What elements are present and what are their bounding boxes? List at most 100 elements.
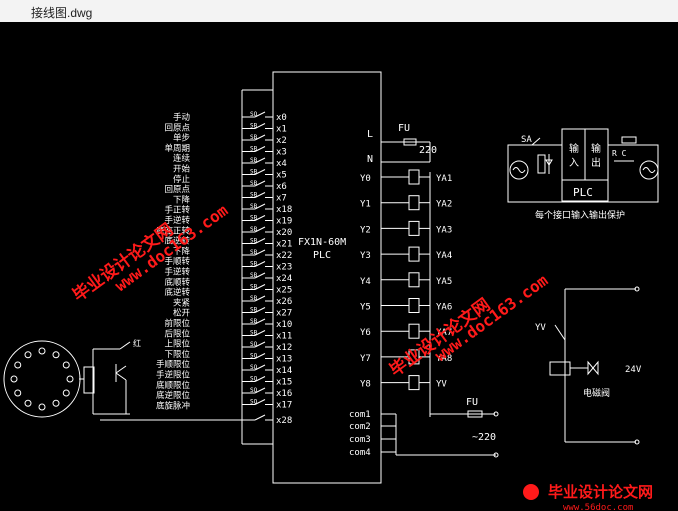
plc-model: FX1N-60M [298,237,346,248]
input-terminal: x17 [276,401,292,411]
switch-tag: SB [250,215,258,222]
input-switch [254,364,266,371]
com4: com4 [349,448,371,458]
input-terminal: x1 [276,125,287,135]
input-label: 下限位 [164,349,190,360]
input-label: 手逆转 [164,267,190,278]
input-switch [254,376,266,382]
input-terminal: x20 [276,228,292,238]
input-label: 底顺限位 [156,380,191,391]
com1: com1 [349,410,371,420]
encoder-hole [24,351,32,359]
ac-source-right [639,160,659,180]
encoder-hole [62,389,70,397]
output-coil [408,195,420,211]
input-switch [254,307,266,313]
plc-type: PLC [313,250,331,261]
switch-tag: SQ [250,341,258,348]
input-label: 手顺限位 [156,359,191,370]
input-label: 手逆限位 [156,370,191,381]
output-terminal: Y2 [360,225,371,235]
input-terminal: x21 [276,240,292,250]
input-switch [254,353,266,359]
input-label: 手正转 [164,205,190,216]
output-load: YA5 [436,277,452,287]
input-label: 单步 [173,133,190,144]
switch-tag: SB [250,226,258,233]
input-label: 手顺转 [164,256,190,267]
input-terminal: x0 [276,113,287,123]
output-load: YA8 [436,354,452,364]
input-label: 回原点 [164,185,190,195]
input-label: 底逆转 [164,287,190,298]
voltage-top: 220 [419,145,437,156]
protect-plc: PLC [573,186,593,199]
switch-tag: SB [250,203,258,210]
input-switch [254,318,266,325]
encoder-hole [62,361,70,369]
protect-out-label-2: 出 [591,156,601,169]
input-terminal: x16 [276,389,292,399]
svg-text:毕业设计论文网: 毕业设计论文网 [548,483,653,501]
valve-symbol [587,360,599,376]
switch-tag: SO [250,111,258,118]
input-terminal: x4 [276,159,287,169]
title-bar: 接线图.dwg [0,0,678,23]
input-terminal: x18 [276,205,292,215]
fuse-top-label: FU [398,123,410,134]
output-load: YA1 [436,174,452,184]
protect-out-label-1: 输 [591,142,601,155]
input-switch [254,157,266,164]
solenoid-valve-circuit: YV 24V 电磁阀 [535,286,642,445]
switch-tag: SB [250,318,258,325]
input-label: 前限位 [164,318,190,329]
output-load: YA2 [436,200,452,210]
output-terminal: Y0 [360,174,371,184]
input-terminal: x25 [276,286,292,296]
input-label: 开始 [173,164,191,175]
switch-tag: SB [250,238,258,245]
input-label: 上限位 [164,339,190,350]
output-terminal: Y7 [360,354,371,364]
output-coil [408,272,420,288]
input-switch [254,330,266,336]
switch-tag: SQ [250,387,258,394]
encoder-hole [52,399,60,407]
input-labels: 手动回原点单步单周期连续开始停止回原点下降手正转手逆转底座正转底逆转下降手顺转手… [156,112,191,411]
output-terminal: Y5 [360,303,371,313]
input-switch [254,387,266,394]
encoder-hole [10,375,18,383]
output-terminal: Y8 [360,380,371,390]
encoder-disk: 红 [3,338,141,418]
input-terminal: x12 [276,343,292,353]
switch-tag: SB [250,295,258,302]
switch-tag: SB [250,134,258,141]
input-terminal: x28 [276,416,292,426]
output-coil [408,220,420,236]
input-terminal: x7 [276,194,287,204]
input-switch [254,226,266,233]
protect-sa: SA [521,135,532,145]
terminal-n: N [367,154,373,165]
fuse-bottom-label: FU [466,397,478,408]
wiring-diagram: FX1N-60M PLC x0SOx1SBx2SBx3SBx4SBx5SBx6S… [3,71,659,511]
input-switch [254,261,266,267]
switch-tag: SB [250,249,258,256]
encoder-hole [38,403,46,411]
encoder-hole [14,389,22,397]
input-switch [254,284,266,290]
input-switch [254,134,266,141]
output-load: YA3 [436,225,452,235]
fuse-bottom [467,410,483,418]
input-terminal: x6 [276,182,287,192]
input-terminal: x27 [276,309,292,319]
input-terminal: x22 [276,251,292,261]
encoder-hole [38,347,46,355]
valve-voltage: 24V [625,365,642,375]
switch-tag: SB [250,146,258,153]
window-title: 接线图.dwg [31,6,93,20]
input-label: 后限位 [164,328,190,339]
switch-tag: SQ [250,364,258,371]
